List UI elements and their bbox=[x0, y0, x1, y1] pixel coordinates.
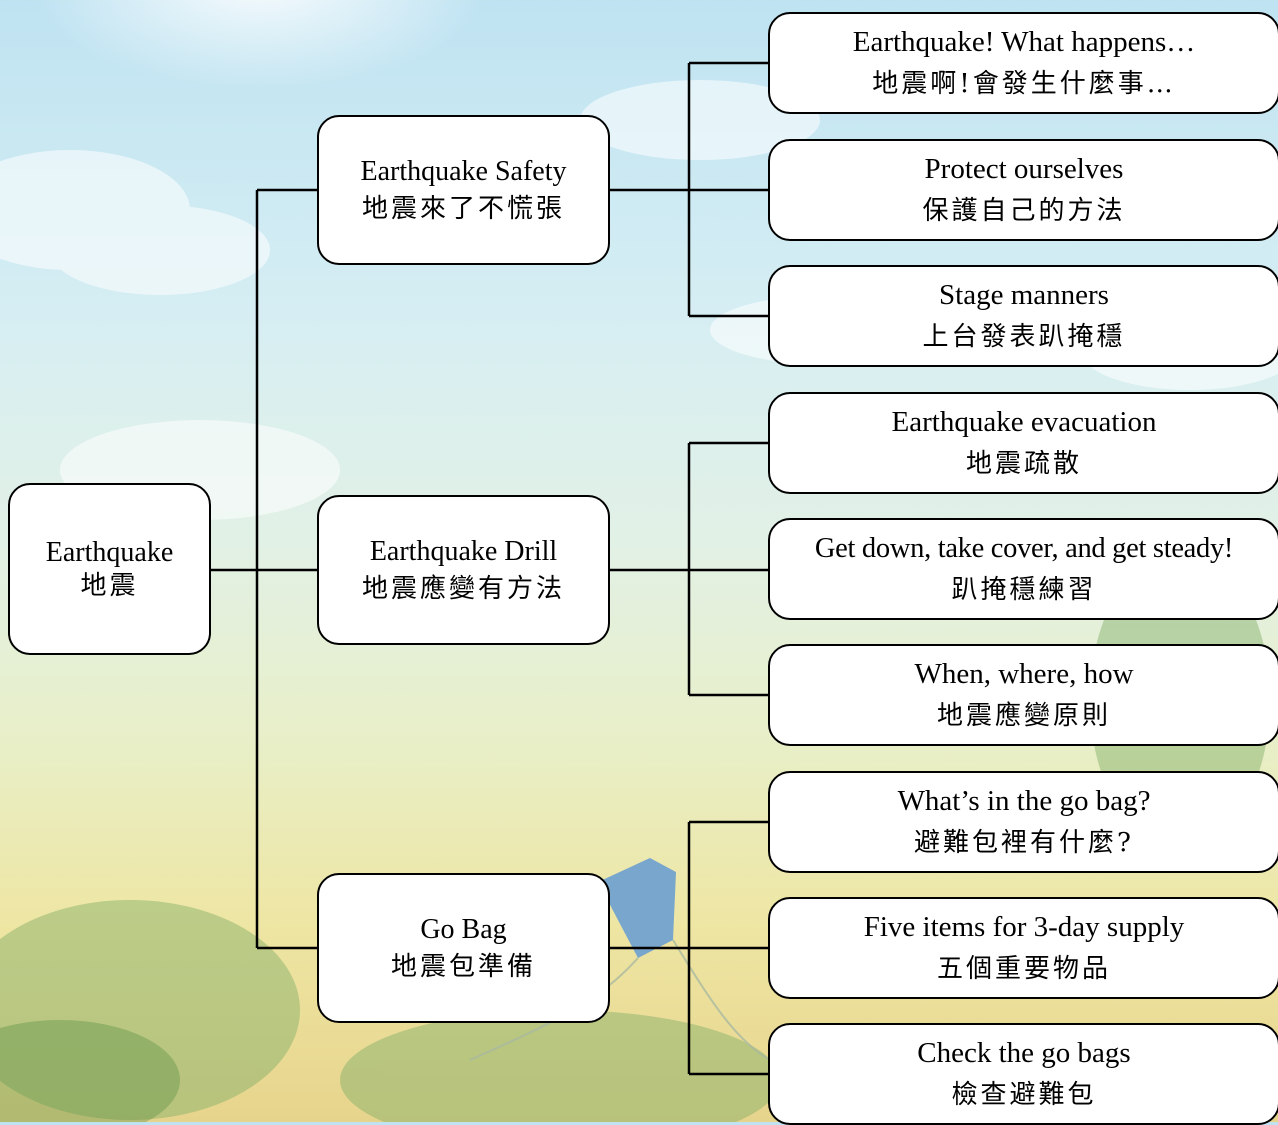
branch-node-drill: Earthquake Drill 地震應變有方法 bbox=[317, 495, 610, 645]
root-label-en: Earthquake bbox=[45, 536, 174, 568]
leaf-node: What’s in the go bag? 避難包裡有什麼? bbox=[768, 771, 1278, 873]
leaf-node: Stage manners 上台發表趴掩穩 bbox=[768, 265, 1278, 367]
leaf-label-zh: 檢查避難包 bbox=[951, 1080, 1097, 1111]
root-node: Earthquake 地震 bbox=[8, 483, 211, 655]
leaf-label-en: Check the go bags bbox=[917, 1037, 1131, 1070]
branch-label-en: Earthquake Drill bbox=[369, 535, 558, 567]
branch-label-zh: 地震包準備 bbox=[390, 951, 536, 982]
leaf-label-zh: 五個重要物品 bbox=[936, 954, 1111, 985]
branch-node-go-bag: Go Bag 地震包準備 bbox=[317, 873, 610, 1023]
leaf-label-zh: 避難包裡有什麼? bbox=[914, 828, 1134, 859]
branch-label-zh: 地震來了不慌張 bbox=[361, 193, 565, 224]
branch-node-safety: Earthquake Safety 地震來了不慌張 bbox=[317, 115, 610, 265]
leaf-label-zh: 地震應變原則 bbox=[936, 701, 1111, 732]
branch-label-en: Earthquake Safety bbox=[360, 155, 567, 187]
leaf-node: Earthquake! What happens… 地震啊!會發生什麼事… bbox=[768, 12, 1278, 114]
leaf-node: Protect ourselves 保護自己的方法 bbox=[768, 139, 1278, 241]
leaf-node: Earthquake evacuation 地震疏散 bbox=[768, 392, 1278, 494]
leaf-label-en: Earthquake! What happens… bbox=[852, 26, 1196, 59]
leaf-node: Get down, take cover, and get steady! 趴掩… bbox=[768, 518, 1278, 620]
leaf-label-zh: 趴掩穩練習 bbox=[951, 574, 1097, 605]
branch-label-zh: 地震應變有方法 bbox=[361, 573, 565, 604]
leaf-label-zh: 保護自己的方法 bbox=[922, 196, 1126, 227]
leaf-node: When, where, how 地震應變原則 bbox=[768, 644, 1278, 746]
leaf-label-zh: 上台發表趴掩穩 bbox=[922, 322, 1126, 353]
leaf-label-en: What’s in the go bag? bbox=[897, 785, 1151, 818]
leaf-label-en: Stage manners bbox=[939, 279, 1109, 312]
leaf-label-en: Get down, take cover, and get steady! bbox=[814, 532, 1234, 564]
leaf-node: Five items for 3-day supply 五個重要物品 bbox=[768, 897, 1278, 999]
leaf-label-en: Earthquake evacuation bbox=[891, 406, 1157, 439]
leaf-label-en: Protect ourselves bbox=[924, 153, 1124, 186]
leaf-node: Check the go bags 檢查避難包 bbox=[768, 1023, 1278, 1125]
leaf-label-en: When, where, how bbox=[914, 658, 1134, 691]
leaf-label-zh: 地震啊!會發生什麼事… bbox=[872, 69, 1176, 100]
branch-label-en: Go Bag bbox=[420, 913, 507, 945]
leaf-label-zh: 地震疏散 bbox=[965, 449, 1082, 480]
leaf-label-en: Five items for 3-day supply bbox=[863, 911, 1185, 944]
root-label-zh: 地震 bbox=[80, 570, 139, 601]
